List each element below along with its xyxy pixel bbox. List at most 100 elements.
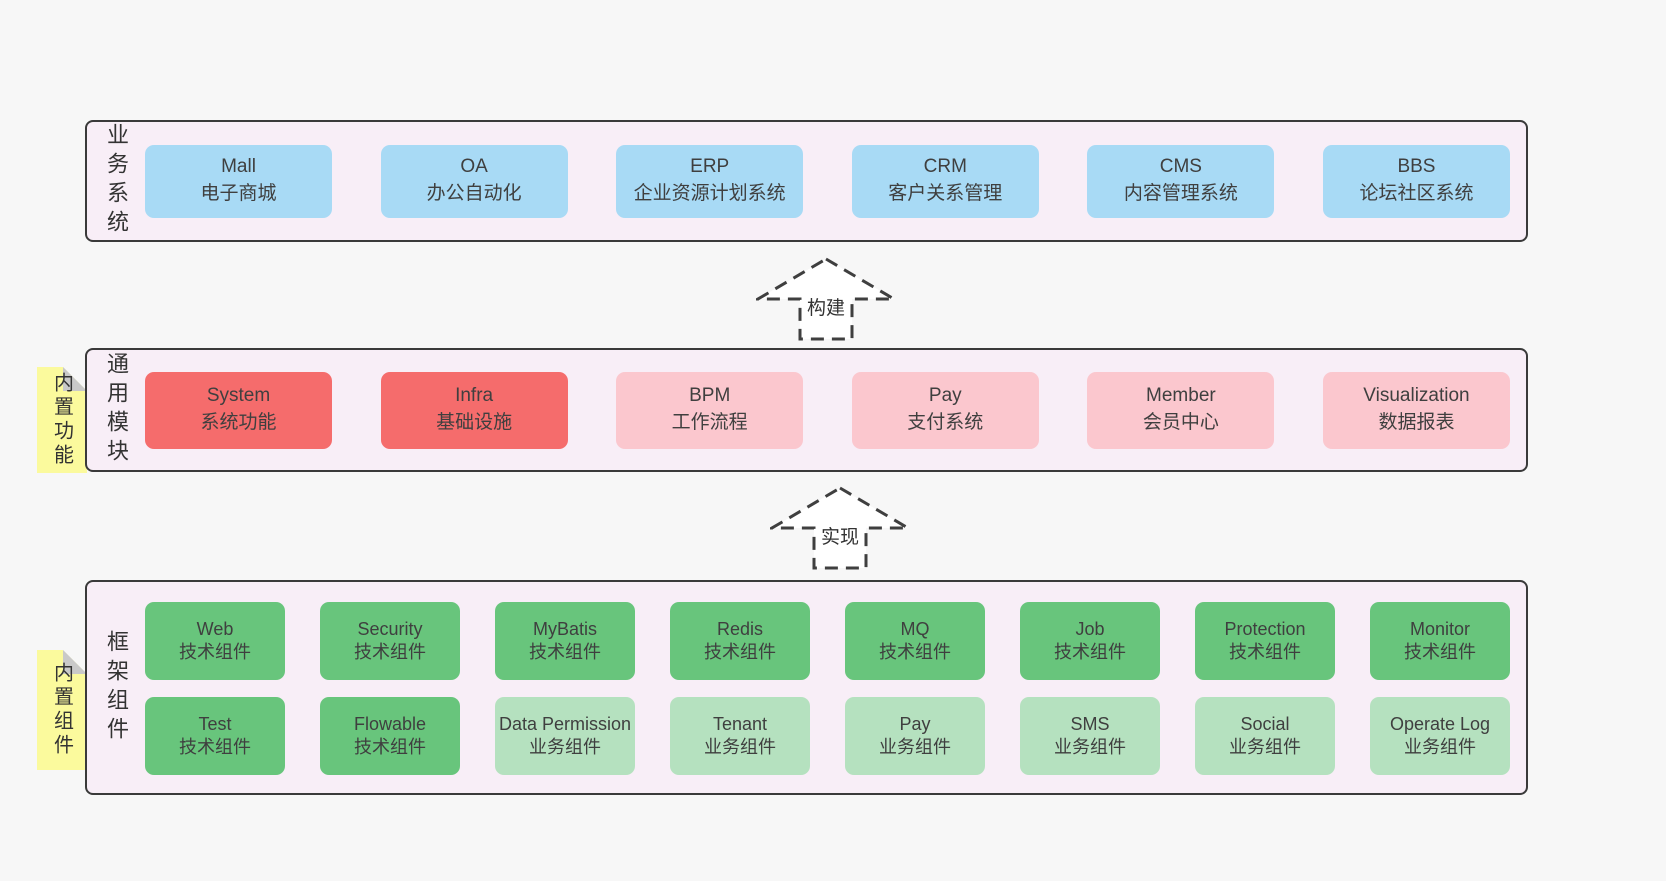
box-title: Monitor <box>1409 618 1471 639</box>
box-subtitle: 内容管理系统 <box>1123 183 1238 204</box>
box-subtitle: 技术组件 <box>179 642 251 662</box>
box-bpm: BPM 工作流程 <box>616 371 804 449</box>
box-redis: Redis 技术组件 <box>670 602 810 680</box>
box-member: Member 会员中心 <box>1087 371 1275 449</box>
arrow-label: 构建 <box>807 297 845 319</box>
box-job: Job 技术组件 <box>1020 602 1160 680</box>
box-erp: ERP 企业资源计划系统 <box>616 144 804 218</box>
box-mall: Mall 电子商城 <box>145 144 332 218</box>
box-subtitle: 技术组件 <box>704 642 776 662</box>
box-title: CMS <box>1159 156 1202 178</box>
layer-framework-components: 框架组件 Web 技术组件 Security 技术组件 MyBatis 技术组件… <box>85 580 1528 795</box>
box-subtitle: 技术组件 <box>529 642 601 662</box>
box-title: ERP <box>690 156 730 178</box>
box-subtitle: 技术组件 <box>179 737 251 757</box>
box-subtitle: 办公自动化 <box>426 183 522 204</box>
box-visualization: Visualization 数据报表 <box>1322 371 1510 449</box>
up-arrow-implement: 实现 <box>770 486 910 570</box>
arrow-label: 实现 <box>821 526 859 548</box>
box-title: Job <box>1075 618 1105 639</box>
sticky-note-label: 内置组件 <box>50 662 73 758</box>
box-test: Test 技术组件 <box>145 697 285 775</box>
box-title: Protection <box>1224 618 1306 639</box>
box-title: Member <box>1146 385 1216 407</box>
box-title: BPM <box>689 385 731 407</box>
box-title: Operate Log <box>1389 713 1491 734</box>
box-bbs: BBS 论坛社区系统 <box>1322 144 1510 218</box>
box-title: BBS <box>1397 156 1436 178</box>
box-subtitle: 业务组件 <box>529 737 601 757</box>
box-title: MQ <box>900 618 930 639</box>
up-arrow-shape <box>756 257 896 341</box>
sticky-note-label: 内置功能 <box>50 372 73 468</box>
box-title: Pay <box>899 713 931 734</box>
box-mybatis: MyBatis 技术组件 <box>495 602 635 680</box>
box-pay-module: Pay 支付系统 <box>851 371 1039 449</box>
sticky-note-built-in-components: 内置组件 <box>37 650 87 770</box>
box-title: Web <box>196 618 234 639</box>
box-subtitle: 支付系统 <box>907 412 984 433</box>
box-title: OA <box>460 156 488 178</box>
box-security: Security 技术组件 <box>320 602 460 680</box>
layer-common-modules: 通用模块 System 系统功能 Infra 基础设施 BPM 工作流程 Pay… <box>85 348 1528 472</box>
box-subtitle: 基础设施 <box>436 412 513 433</box>
box-title: Data Permission <box>498 713 632 734</box>
box-subtitle: 业务组件 <box>1404 737 1476 757</box>
module-box-row: System 系统功能 Infra 基础设施 BPM 工作流程 Pay 支付系统… <box>145 350 1510 470</box>
layer-label-framework-components: 框架组件 <box>104 629 129 746</box>
box-cms: CMS 内容管理系统 <box>1087 144 1275 218</box>
box-subtitle: 客户关系管理 <box>888 183 1003 204</box>
box-pay-component: Pay 业务组件 <box>845 697 985 775</box>
box-subtitle: 会员中心 <box>1142 412 1219 433</box>
box-subtitle: 技术组件 <box>879 642 951 662</box>
box-title: SMS <box>1070 713 1110 734</box>
box-operate-log: Operate Log 业务组件 <box>1370 697 1510 775</box>
box-title: Tenant <box>712 713 768 734</box>
sticky-note-built-in-features: 内置功能 <box>37 367 87 473</box>
box-title: Pay <box>928 385 962 407</box>
box-title: CRM <box>923 156 967 178</box>
layer-label-common-modules: 通用模块 <box>104 352 129 468</box>
box-title: System <box>206 385 271 407</box>
box-title: Redis <box>716 618 764 639</box>
up-arrow-shape <box>770 486 910 570</box>
box-flowable: Flowable 技术组件 <box>320 697 460 775</box>
box-oa: OA 办公自动化 <box>380 144 568 218</box>
box-subtitle: 技术组件 <box>1229 642 1301 662</box>
box-title: Infra <box>455 385 494 407</box>
box-subtitle: 企业资源计划系统 <box>633 183 786 204</box>
box-subtitle: 业务组件 <box>704 737 776 757</box>
box-system: System 系统功能 <box>145 371 332 449</box>
box-title: Test <box>198 713 232 734</box>
layer-label-business-systems: 业务系统 <box>104 123 129 239</box>
box-data-permission: Data Permission 业务组件 <box>495 697 635 775</box>
box-subtitle: 电子商城 <box>200 183 277 204</box>
business-box-row: Mall 电子商城 OA 办公自动化 ERP 企业资源计划系统 CRM 客户关系… <box>145 122 1510 240</box>
box-web: Web 技术组件 <box>145 602 285 680</box>
box-infra: Infra 基础设施 <box>380 371 568 449</box>
box-title: Security <box>357 618 423 639</box>
box-crm: CRM 客户关系管理 <box>851 144 1039 218</box>
box-title: Flowable <box>353 713 427 734</box>
layer-business-systems: 业务系统 Mall 电子商城 OA 办公自动化 ERP 企业资源计划系统 CRM… <box>85 120 1528 242</box>
box-mq: MQ 技术组件 <box>845 602 985 680</box>
box-subtitle: 技术组件 <box>354 642 426 662</box>
box-subtitle: 论坛社区系统 <box>1359 183 1474 204</box>
box-subtitle: 业务组件 <box>1229 737 1301 757</box>
box-subtitle: 系统功能 <box>200 412 277 433</box>
box-subtitle: 技术组件 <box>1054 642 1126 662</box>
box-subtitle: 技术组件 <box>354 737 426 757</box>
box-tenant: Tenant 业务组件 <box>670 697 810 775</box>
box-social: Social 业务组件 <box>1195 697 1335 775</box>
box-subtitle: 业务组件 <box>1054 737 1126 757</box>
box-subtitle: 业务组件 <box>879 737 951 757</box>
box-subtitle: 技术组件 <box>1404 642 1476 662</box>
box-sms: SMS 业务组件 <box>1020 697 1160 775</box>
component-grid: Web 技术组件 Security 技术组件 MyBatis 技术组件 Redi… <box>145 602 1510 775</box>
box-title: Mall <box>221 156 256 178</box>
box-monitor: Monitor 技术组件 <box>1370 602 1510 680</box>
box-subtitle: 数据报表 <box>1378 412 1455 433</box>
box-subtitle: 工作流程 <box>671 412 748 433</box>
box-title: MyBatis <box>532 618 597 639</box>
box-title: Social <box>1240 713 1290 734</box>
